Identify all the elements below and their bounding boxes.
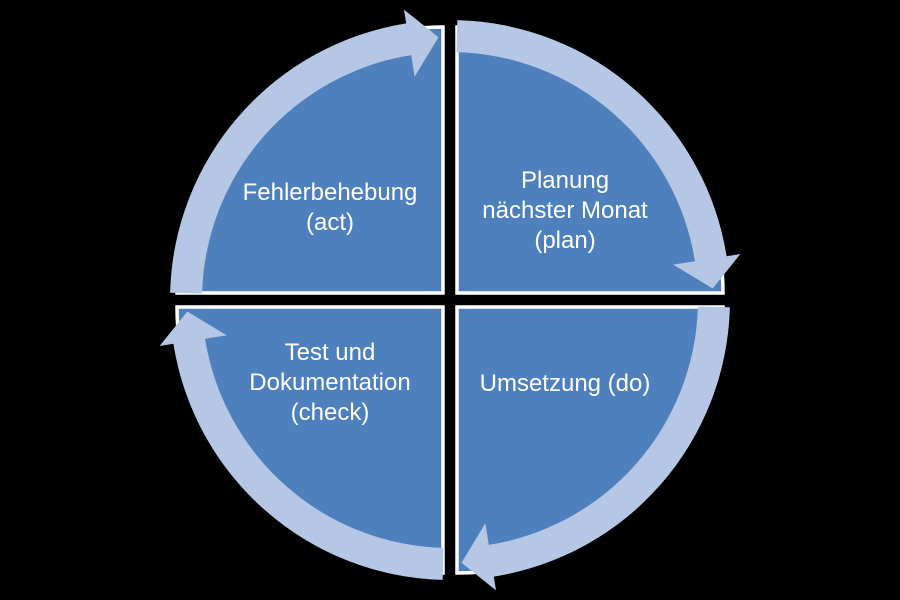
curved-arrow-act-to-plan-icon: [170, 9, 439, 294]
curved-arrow-plan-to-do-icon: [456, 20, 741, 289]
curved-arrow-check-to-act-icon: [159, 311, 444, 580]
curved-arrow-do-to-check-icon: [461, 306, 730, 591]
